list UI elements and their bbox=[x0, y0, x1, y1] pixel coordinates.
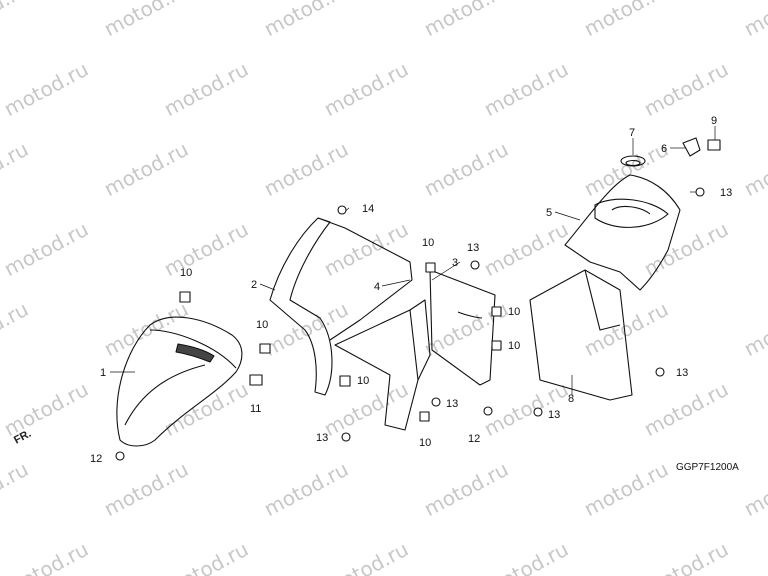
screw-part bbox=[707, 139, 721, 151]
callout-label: 3 bbox=[452, 257, 458, 269]
callout-label: 2 bbox=[251, 279, 257, 291]
callout-label: 13 bbox=[548, 409, 560, 421]
callout-label: 13 bbox=[676, 367, 688, 379]
callout-label: 8 bbox=[568, 393, 574, 405]
inner-rear-part bbox=[529, 269, 633, 401]
screws bbox=[115, 187, 705, 461]
callout-label: 12 bbox=[468, 433, 480, 445]
callout-label: 13 bbox=[720, 187, 732, 199]
callout-label: 10 bbox=[180, 267, 192, 279]
callout-label: 10 bbox=[422, 237, 434, 249]
front-cover-part bbox=[116, 316, 243, 447]
callout-label: 4 bbox=[374, 281, 380, 293]
callout-label: 1 bbox=[100, 367, 106, 379]
callout-label: 7 bbox=[629, 127, 635, 139]
clips bbox=[179, 262, 502, 422]
callout-label: 9 bbox=[711, 115, 717, 127]
callout-label: 12 bbox=[90, 453, 102, 465]
callout-label: 10 bbox=[419, 437, 431, 449]
inner-lower-part bbox=[334, 299, 431, 431]
grommet-part bbox=[620, 155, 646, 167]
callout-label: 10 bbox=[508, 306, 520, 318]
bracket-part bbox=[682, 137, 701, 157]
handle-cover-part bbox=[564, 174, 681, 291]
callout-label: 14 bbox=[362, 203, 374, 215]
center-panel-part bbox=[429, 269, 496, 386]
callout-label: 10 bbox=[357, 375, 369, 387]
callout-label: 10 bbox=[508, 340, 520, 352]
callout-label: 11 bbox=[250, 403, 261, 415]
callout-label: 5 bbox=[546, 207, 552, 219]
callout-label: 13 bbox=[446, 398, 458, 410]
callout-label: 6 bbox=[661, 143, 667, 155]
callout-label: 10 bbox=[256, 319, 268, 331]
callout-label: 13 bbox=[467, 242, 479, 254]
inner-panel-left-part bbox=[269, 217, 413, 396]
diagram-code: GGP7F1200A bbox=[676, 462, 739, 473]
callout-label: 13 bbox=[316, 432, 328, 444]
